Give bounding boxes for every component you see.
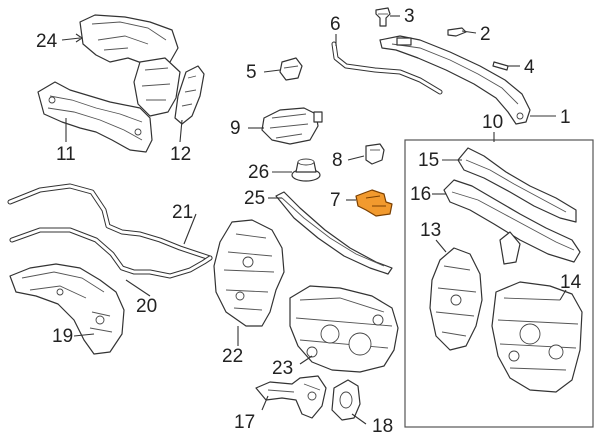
part-11[interactable]	[37, 81, 153, 153]
part-6[interactable]	[331, 41, 443, 95]
callout-13: 13	[420, 220, 441, 241]
callout-2: 2	[480, 24, 491, 45]
part-23[interactable]	[289, 285, 399, 373]
callout-19: 19	[52, 326, 73, 347]
part-3[interactable]	[375, 7, 391, 27]
callout-21: 21	[172, 202, 193, 223]
callout-4: 4	[524, 57, 535, 78]
part-18[interactable]	[331, 379, 361, 421]
part-16[interactable]	[443, 179, 581, 265]
callout-17: 17	[234, 412, 255, 433]
part-7-highlighted[interactable]	[355, 189, 393, 217]
assembly-group-box	[404, 139, 594, 428]
part-20[interactable]	[9, 227, 213, 279]
part-13[interactable]	[429, 247, 483, 351]
part-4[interactable]	[492, 61, 509, 71]
callout-6: 6	[330, 14, 341, 35]
callout-22: 22	[222, 346, 243, 367]
callout-7: 7	[330, 190, 341, 211]
part-14[interactable]	[491, 281, 583, 393]
callout-14: 14	[560, 272, 582, 293]
part-24[interactable]	[79, 14, 181, 117]
part-1[interactable]	[379, 35, 531, 125]
part-25[interactable]	[275, 191, 393, 275]
callout-11: 11	[56, 144, 76, 165]
callout-10: 10	[482, 112, 503, 133]
part-21[interactable]	[7, 183, 213, 261]
callout-12: 12	[170, 144, 191, 165]
callout-18: 18	[372, 416, 393, 437]
leader-lines	[61, 15, 567, 425]
callout-5: 5	[246, 62, 257, 83]
part-8[interactable]	[365, 143, 385, 165]
callout-1: 1	[560, 107, 571, 128]
part-17[interactable]	[255, 375, 327, 419]
callout-9: 9	[230, 118, 241, 139]
part-2[interactable]	[447, 27, 467, 37]
callout-26: 26	[248, 162, 269, 183]
part-9[interactable]	[261, 107, 323, 145]
callout-23: 23	[272, 358, 293, 379]
part-15[interactable]	[457, 147, 577, 223]
callout-labels: 24 11 12 6 3 2 4 1 10 5 9 26 8 7 25 21 2…	[36, 6, 582, 437]
callout-15: 15	[418, 150, 439, 171]
part-26[interactable]	[291, 158, 321, 182]
callout-25: 25	[244, 188, 265, 209]
callout-20: 20	[136, 296, 157, 317]
part-19[interactable]	[9, 263, 125, 355]
part-12[interactable]	[174, 65, 205, 125]
callout-24: 24	[36, 31, 58, 52]
part-5[interactable]	[279, 57, 303, 81]
callout-8: 8	[332, 150, 343, 171]
callout-3: 3	[404, 6, 415, 27]
callout-16: 16	[410, 184, 431, 205]
part-22[interactable]	[213, 219, 285, 327]
